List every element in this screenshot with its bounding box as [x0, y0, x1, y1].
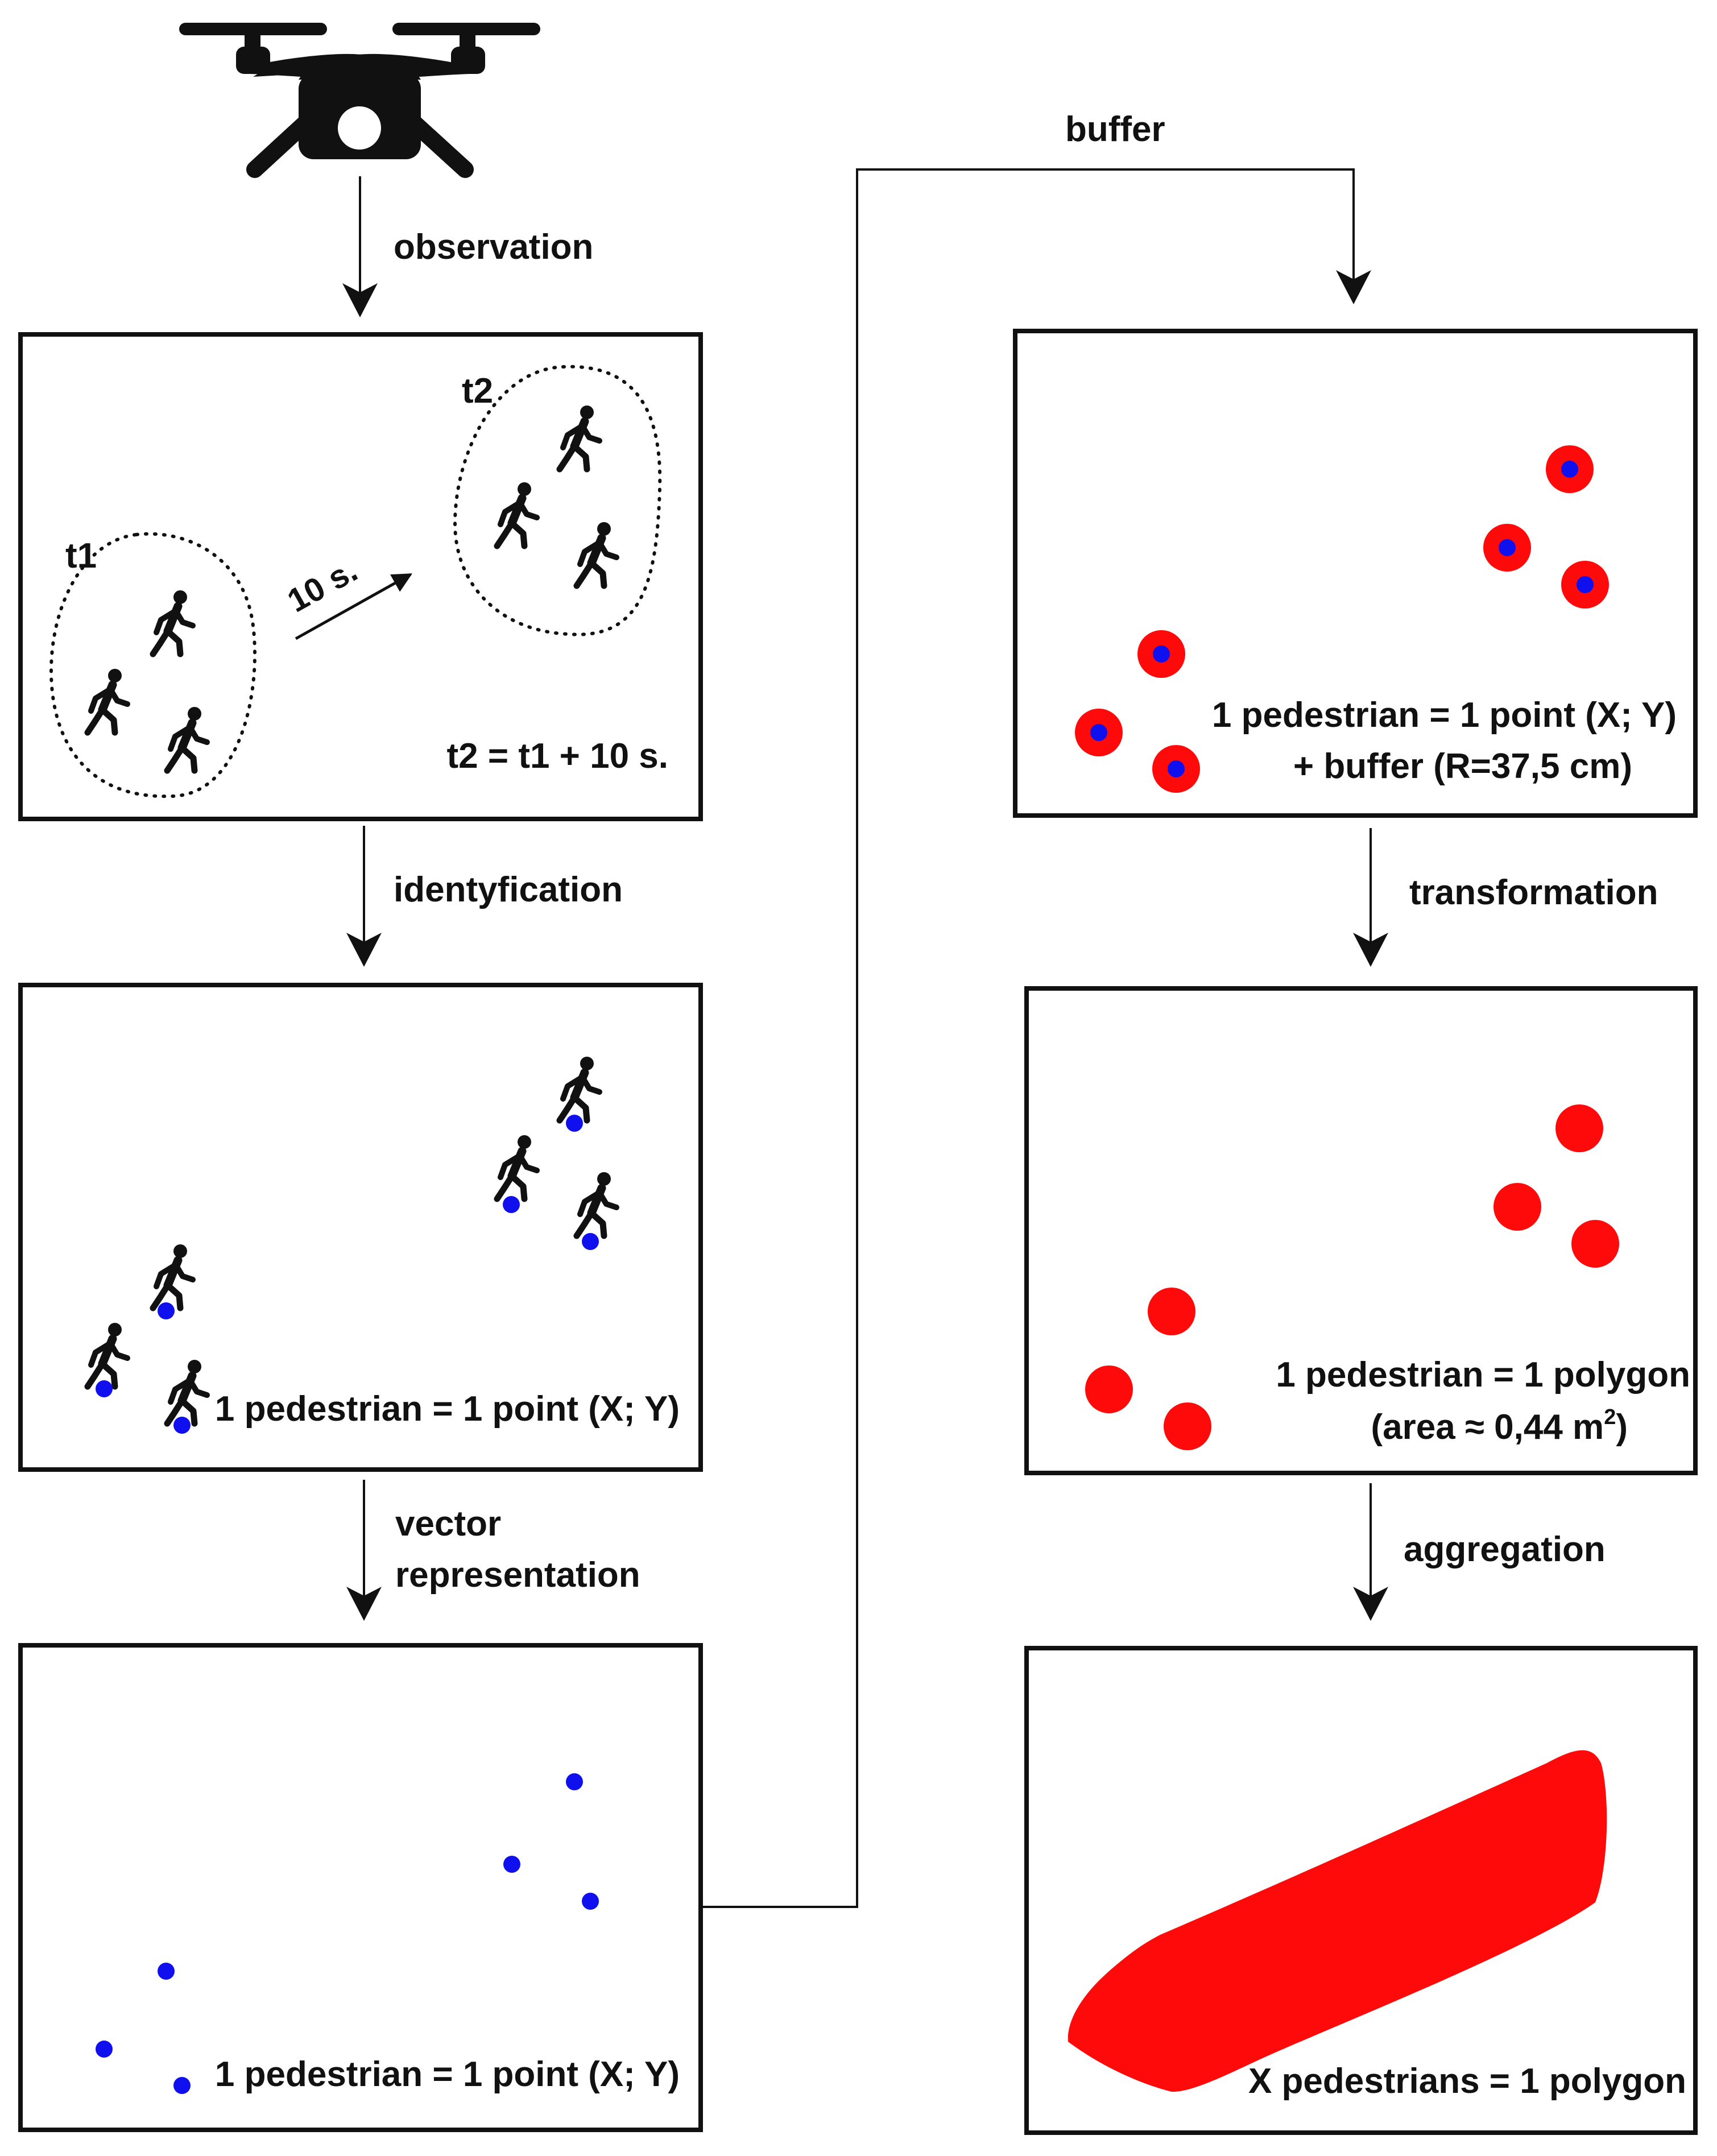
caption-aggregation: X pedestrians = 1 polygon: [1248, 2062, 1686, 2101]
pedestrian-point: [96, 1380, 113, 1397]
polygon-circle: [1493, 1183, 1541, 1231]
polygon-circle: [1148, 1288, 1195, 1335]
pedestrian-point: [158, 1963, 175, 1980]
pedestrian-point: [582, 1893, 599, 1910]
pedestrian-point: [1153, 645, 1170, 663]
pedestrian-point: [566, 1773, 583, 1790]
pedestrian-point: [1577, 576, 1594, 593]
caption-transformation-1: 1 pedestrian = 1 polygon: [1276, 1355, 1690, 1394]
step-label-observation: observation: [394, 227, 593, 267]
caption-buffer-1: 1 pedestrian = 1 point (X; Y): [1212, 696, 1677, 735]
panel-transformation: 1 pedestrian = 1 polygon (area ≈ 0,44 m2…: [1024, 986, 1698, 1475]
panel-buffer: 1 pedestrian = 1 point (X; Y) + buffer (…: [1013, 329, 1698, 818]
panel-identification: 1 pedestrian = 1 point (X; Y): [18, 983, 703, 1472]
pedestrian-point: [173, 1417, 191, 1434]
pedestrian-point: [566, 1115, 583, 1132]
panel-observation: t1 t2 10 s. t2 = t1 + 10 s.: [18, 332, 703, 821]
step-label-buffer: buffer: [1065, 110, 1165, 149]
drone-icon: [179, 23, 540, 178]
panel-vector: 1 pedestrian = 1 point (X; Y): [18, 1643, 703, 2132]
step-label-vector-1: vector: [395, 1504, 501, 1543]
polygon-circle: [1555, 1104, 1603, 1152]
polygon-circle: [1085, 1365, 1133, 1413]
label-t1: t1: [65, 536, 97, 576]
polygon-circle: [1571, 1220, 1619, 1268]
pedestrian-point: [1168, 760, 1185, 777]
step-label-vector-2: representation: [395, 1555, 640, 1595]
pedestrian-point: [503, 1196, 520, 1213]
step-label-transformation: transformation: [1409, 873, 1658, 912]
pedestrian-point: [503, 1856, 520, 1873]
aggregated-polygon: [1068, 1750, 1607, 2092]
caption-buffer-2: + buffer (R=37,5 cm): [1293, 747, 1632, 786]
step-label-aggregation: aggregation: [1404, 1530, 1606, 1569]
pedestrian-point: [1499, 539, 1516, 556]
pedestrian-point: [96, 2041, 113, 2058]
caption-identification: 1 pedestrian = 1 point (X; Y): [215, 1389, 680, 1429]
caption-vector: 1 pedestrian = 1 point (X; Y): [215, 2055, 680, 2094]
pedestrian-point: [158, 1302, 175, 1319]
pedestrian-point: [582, 1233, 599, 1250]
panel-aggregation: X pedestrians = 1 polygon: [1024, 1646, 1698, 2135]
pedestrian-point: [173, 2077, 191, 2094]
polygon-circle: [1164, 1402, 1211, 1450]
label-t2: t2: [462, 371, 493, 411]
caption-transformation-2: (area ≈ 0,44 m2): [1371, 1405, 1628, 1447]
pedestrian-point: [1090, 724, 1107, 741]
pedestrian-point: [1561, 461, 1578, 478]
time-formula: t2 = t1 + 10 s.: [447, 736, 668, 776]
step-label-identification: identyfication: [394, 870, 623, 909]
